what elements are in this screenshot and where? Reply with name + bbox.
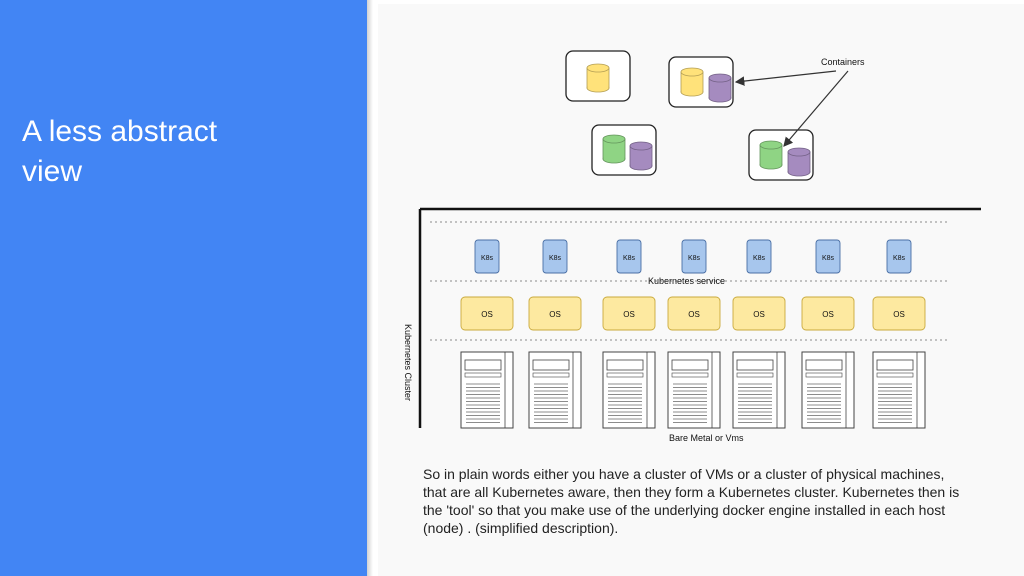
k8s-node-label: K8s	[549, 255, 562, 262]
os-node-2: OS	[528, 296, 582, 331]
container-group-3	[591, 124, 657, 176]
os-node-1: OS	[460, 296, 514, 331]
container-group-4	[748, 129, 814, 181]
k8s-node-label: K8s	[688, 255, 701, 262]
server-node-5	[732, 351, 786, 429]
k8s-node-3: K8s	[616, 239, 642, 274]
k8s-node-label: K8s	[623, 255, 636, 262]
os-node-6: OS	[801, 296, 855, 331]
containers-label: Containers	[821, 57, 865, 67]
os-node-label: OS	[549, 310, 561, 319]
server-row	[460, 351, 926, 429]
slide-title-line-1: A less abstract	[22, 115, 218, 148]
os-node-5: OS	[732, 296, 786, 331]
os-node-label: OS	[481, 310, 493, 319]
k8s-node-6: K8s	[815, 239, 841, 274]
description-text: So in plain words either you have a clus…	[423, 466, 960, 536]
k8s-node-4: K8s	[681, 239, 707, 274]
title-panel: A less abstract view	[0, 0, 367, 576]
os-row: OS OS OS OS OS OS OS	[460, 296, 926, 331]
bare-metal-label: Bare Metal or Vms	[669, 433, 744, 443]
container-cylinder-yellow	[586, 63, 610, 93]
kubernetes-service-label: Kubernetes service	[648, 276, 725, 286]
os-node-7: OS	[872, 296, 926, 331]
os-node-label: OS	[623, 310, 635, 319]
os-node-label: OS	[822, 310, 834, 319]
container-cylinder-purple	[708, 73, 732, 103]
server-node-4	[667, 351, 721, 429]
server-node-1	[460, 351, 514, 429]
containers-arrow-1	[734, 70, 837, 86]
k8s-node-label: K8s	[893, 255, 906, 262]
k8s-node-5: K8s	[746, 239, 772, 274]
container-cylinder-purple	[629, 141, 653, 171]
panel-divider	[367, 0, 373, 576]
k8s-node-label: K8s	[753, 255, 766, 262]
server-node-6	[801, 351, 855, 429]
container-cylinder-purple	[787, 147, 811, 177]
os-node-label: OS	[688, 310, 700, 319]
server-node-3	[602, 351, 656, 429]
containers-arrow-2	[783, 70, 849, 147]
os-node-label: OS	[893, 310, 905, 319]
container-cylinder-green	[759, 140, 783, 170]
os-node-4: OS	[667, 296, 721, 331]
k8s-node-label: K8s	[822, 255, 835, 262]
k8s-node-2: K8s	[542, 239, 568, 274]
slide-title-line-2: view	[22, 155, 83, 188]
container-group-2	[668, 56, 734, 108]
server-node-2	[528, 351, 582, 429]
container-cylinder-yellow	[680, 67, 704, 97]
os-node-label: OS	[753, 310, 765, 319]
k8s-node-label: K8s	[481, 255, 494, 262]
container-group-1	[565, 50, 631, 102]
server-node-7	[872, 351, 926, 429]
cluster-label: Kubernetes Cluster	[403, 324, 413, 401]
container-cylinder-green	[602, 134, 626, 164]
k8s-node-7: K8s	[886, 239, 912, 274]
k8s-node-1: K8s	[474, 239, 500, 274]
slide-title: A less abstract view	[22, 112, 342, 192]
k8s-row: K8s K8s K8s K8s K8s K8s K8s	[474, 239, 912, 274]
os-node-3: OS	[602, 296, 656, 331]
